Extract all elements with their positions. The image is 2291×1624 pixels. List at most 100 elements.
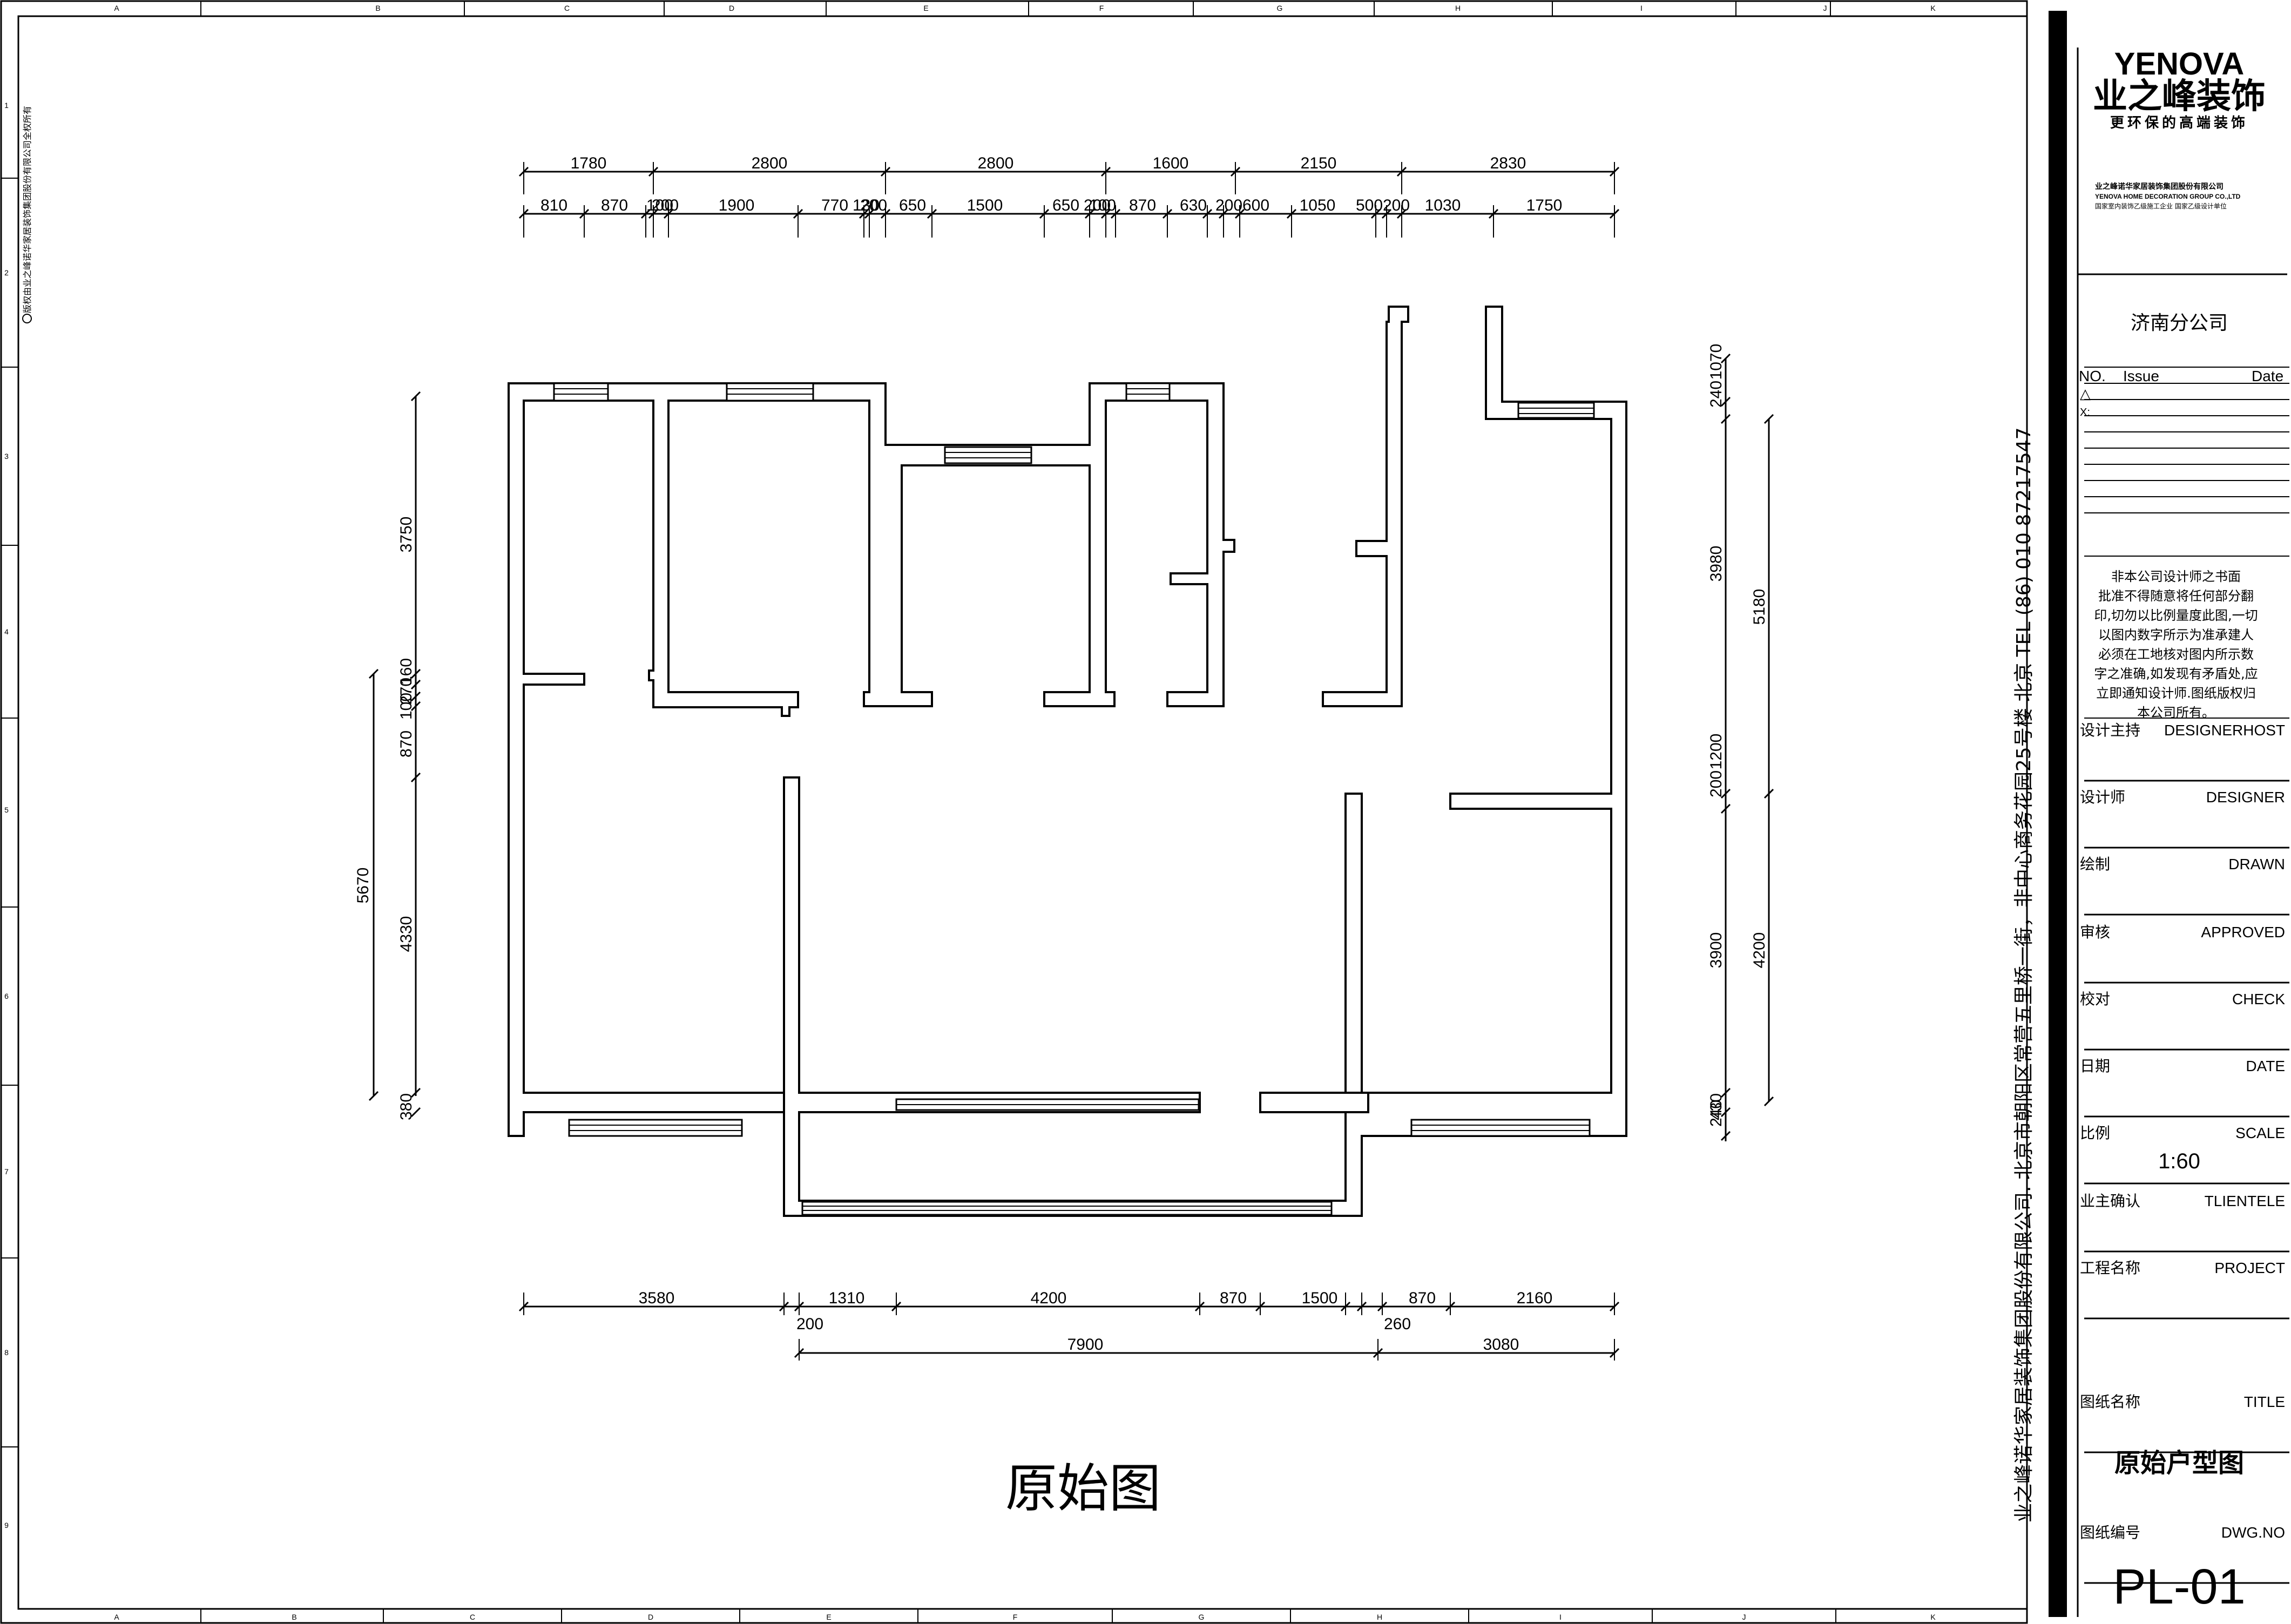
logo-en: YENOVA bbox=[2114, 46, 2245, 82]
field-label-cn: 设计师 bbox=[2080, 788, 2125, 806]
dimension-tick bbox=[410, 391, 421, 402]
dimension-tick bbox=[1720, 1107, 1731, 1118]
disclaimer-line: 以图内数字所示为准承建人 bbox=[2098, 627, 2254, 642]
disclaimer-line: 本公司所有。 bbox=[2137, 705, 2215, 720]
grid-label-top: D bbox=[729, 4, 734, 12]
grid-label-top: F bbox=[1099, 4, 1104, 12]
dimension-lines bbox=[373, 171, 1770, 1354]
dim-top-outer: 2800 bbox=[978, 154, 1014, 172]
window-n2 bbox=[726, 382, 814, 402]
grid-label-top: C bbox=[564, 4, 570, 12]
dim-top-inner: 1750 bbox=[1526, 197, 1563, 214]
dim-top-outer: 2150 bbox=[1301, 154, 1337, 172]
field-label-cn: 绘制 bbox=[2080, 855, 2110, 873]
dim-right-inner: 3980 bbox=[1707, 546, 1725, 582]
grid-label-bottom: E bbox=[826, 1613, 831, 1621]
dim-top-inner: 100 bbox=[646, 197, 673, 214]
disclaimer-line: 批准不得随意将任何部分翻 bbox=[2098, 588, 2254, 604]
dim-top-inner: 200 bbox=[860, 197, 887, 214]
revision-x: X: bbox=[2080, 407, 2090, 418]
dim-bottom-inner: 2160 bbox=[1517, 1289, 1553, 1307]
dimension-tick bbox=[1720, 1087, 1731, 1098]
dimension-tick bbox=[410, 772, 421, 783]
title-block bbox=[2026, 1, 2289, 1623]
slogan: 更环保的高端装饰 bbox=[2110, 114, 2248, 131]
dim-right-inner: 1200 bbox=[1707, 734, 1725, 770]
dim-bottom-outer: 3080 bbox=[1483, 1336, 1519, 1354]
field-label-cn: 图纸编号 bbox=[2080, 1524, 2140, 1541]
dimension-tick bbox=[410, 691, 421, 702]
window-n4 bbox=[1125, 382, 1171, 402]
field-value: 1:60 bbox=[2158, 1149, 2200, 1173]
field-label-en: DESIGNERHOST bbox=[2164, 722, 2285, 739]
dim-bottom-inner: 1500 bbox=[1302, 1289, 1338, 1307]
grid-label-top: H bbox=[1455, 4, 1461, 12]
field-label-cn: 校对 bbox=[2080, 990, 2110, 1008]
dim-top-inner: 100 bbox=[1089, 197, 1116, 214]
disclaimer-line: 字之准确,如发现有矛盾处,应 bbox=[2094, 666, 2258, 681]
revision-no: NO. bbox=[2079, 368, 2106, 384]
dim-left-inner: 870 bbox=[397, 730, 415, 757]
grid-label-bottom: C bbox=[470, 1613, 475, 1621]
field-label-cn: 比例 bbox=[2080, 1124, 2110, 1142]
field-label-en: PROJECT bbox=[2214, 1260, 2285, 1276]
grid-label-row: 1 bbox=[4, 101, 9, 110]
dim-right-inner: 1070 bbox=[1707, 344, 1725, 380]
disclaimer-line: 必须在工地核对图内所示数 bbox=[2098, 647, 2254, 662]
dim-top-inner: 810 bbox=[540, 197, 567, 214]
copyright-text: 版权由业之峰诺华家居装饰集团股份有限公司全权所有 bbox=[22, 106, 32, 313]
company-name-en: YENOVA HOME DECORATION GROUP CO.,LTD bbox=[2095, 193, 2241, 200]
dim-top-inner: 650 bbox=[1052, 197, 1079, 214]
grid-label-top: E bbox=[923, 4, 928, 12]
dim-right-inner: 240 bbox=[1707, 1100, 1725, 1127]
window-n5 bbox=[1517, 402, 1595, 419]
vertical-address: 业之峰诺华家居装饰集团股份有限公司. 北京市朝阳区常营五里桥一街，非中心商务花园… bbox=[2013, 427, 2035, 1522]
dim-right-inner: 3900 bbox=[1707, 932, 1725, 969]
dimension-tick bbox=[410, 668, 421, 679]
grid-label-row: 5 bbox=[4, 806, 9, 814]
dimension-tick bbox=[410, 679, 421, 690]
logo-cn: 业之峰装饰 bbox=[2093, 77, 2266, 117]
dim-top-inner: 1050 bbox=[1300, 197, 1336, 214]
dim-top-outer: 2800 bbox=[752, 154, 788, 172]
dimension-tick bbox=[1720, 803, 1731, 814]
dim-bottom-inner: 870 bbox=[1409, 1289, 1436, 1307]
dim-top-inner: 1030 bbox=[1425, 197, 1461, 214]
grid-label-row: 2 bbox=[4, 268, 9, 277]
dim-top-inner: 200 bbox=[1215, 197, 1242, 214]
field-label-cn: 审核 bbox=[2080, 923, 2110, 941]
disclaimer-line: 立即通知设计师.图纸版权归 bbox=[2096, 686, 2256, 701]
field-label-en: CHECK bbox=[2232, 991, 2285, 1007]
grid-ticks bbox=[1, 1, 1836, 1623]
field-label-en: TLIENTELE bbox=[2205, 1193, 2285, 1209]
qualification: 国家室内装饰乙级施工企业 国家乙级设计单位 bbox=[2095, 202, 2227, 210]
window-s4 bbox=[1410, 1119, 1591, 1137]
grid-label-top: A bbox=[114, 4, 119, 12]
copyright-icon bbox=[22, 314, 32, 323]
dim-left-inner: 4330 bbox=[397, 916, 415, 952]
window-n1 bbox=[553, 382, 609, 402]
field-label-en: DESIGNER bbox=[2206, 789, 2285, 806]
dim-bottom-small: 200 bbox=[796, 1315, 823, 1333]
dimension-tick bbox=[1720, 414, 1731, 424]
grid-label-bottom: J bbox=[1742, 1613, 1746, 1621]
dimension-tick bbox=[1720, 396, 1731, 407]
dim-top-inner: 650 bbox=[899, 197, 926, 214]
windows bbox=[553, 382, 1595, 1216]
grid-label-bottom: F bbox=[1013, 1613, 1018, 1621]
field-label-cn: 日期 bbox=[2080, 1057, 2110, 1075]
field-label-cn: 业主确认 bbox=[2080, 1192, 2140, 1210]
dim-top-inner: 200 bbox=[1084, 197, 1111, 214]
dim-top-inner: 130 bbox=[853, 197, 880, 214]
dim-left-inner: 160 bbox=[397, 658, 415, 685]
dimension-ticks bbox=[368, 162, 1774, 1361]
